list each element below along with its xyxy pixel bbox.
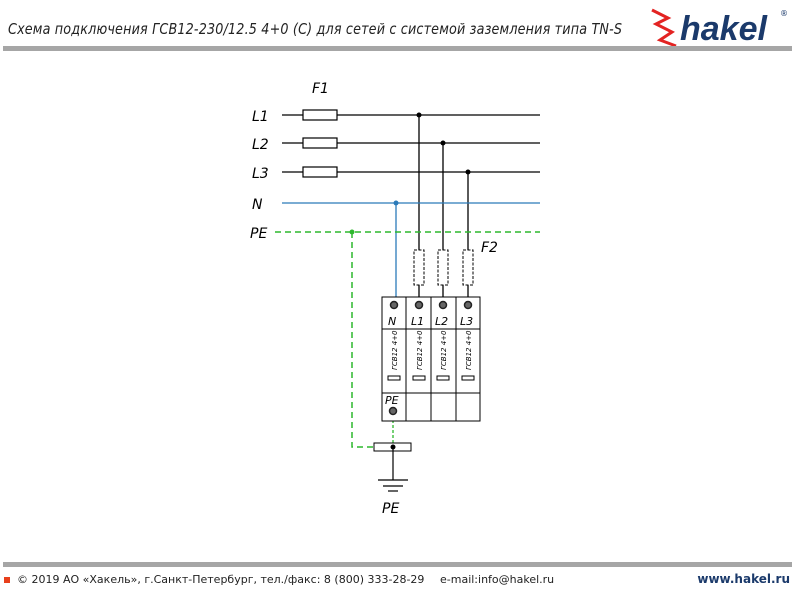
terminal-pe: PE bbox=[385, 394, 399, 407]
terminal-n: N bbox=[388, 315, 396, 328]
line-label-l1: L1 bbox=[252, 109, 269, 125]
f2-label: F2 bbox=[481, 240, 498, 256]
svg-text:®: ® bbox=[780, 9, 788, 18]
line-label-l3: L3 bbox=[252, 166, 269, 182]
footer-email[interactable]: e-mail:info@hakel.ru bbox=[440, 573, 555, 586]
module-label: ГСВ12 4+0 bbox=[465, 330, 473, 370]
header-divider bbox=[3, 46, 792, 51]
terminal-l3: L3 bbox=[460, 315, 473, 328]
hakel-logo: hakel ® bbox=[651, 8, 788, 48]
bullet-icon bbox=[4, 577, 10, 583]
line-label-l2: L2 bbox=[252, 137, 269, 153]
line-label-n: N bbox=[252, 197, 263, 213]
spd-block bbox=[381, 296, 481, 422]
lightning-icon bbox=[651, 8, 677, 48]
module-label: ГСВ12 4+0 bbox=[391, 330, 399, 370]
logo-text: hakel bbox=[680, 10, 768, 48]
f1-label: F1 bbox=[312, 81, 329, 97]
ground-icon bbox=[378, 447, 408, 492]
main-fuses bbox=[302, 109, 338, 178]
terminal-l2: L2 bbox=[435, 315, 448, 328]
spd-fuses bbox=[413, 249, 474, 286]
terminal-l1: L1 bbox=[411, 315, 424, 328]
line-label-pe: PE bbox=[250, 226, 267, 242]
module-label: ГСВ12 4+0 bbox=[440, 330, 448, 370]
footer-copyright: © 2019 АО «Хакель», г.Санкт-Петербург, т… bbox=[17, 573, 425, 586]
footer-website[interactable]: www.hakel.ru bbox=[697, 572, 790, 586]
ground-label: PE bbox=[382, 501, 399, 517]
module-label: ГСВ12 4+0 bbox=[416, 330, 424, 370]
page-title: Схема подключения ГСВ12-230/12.5 4+0 (C)… bbox=[8, 20, 623, 38]
footer-divider bbox=[3, 562, 792, 567]
